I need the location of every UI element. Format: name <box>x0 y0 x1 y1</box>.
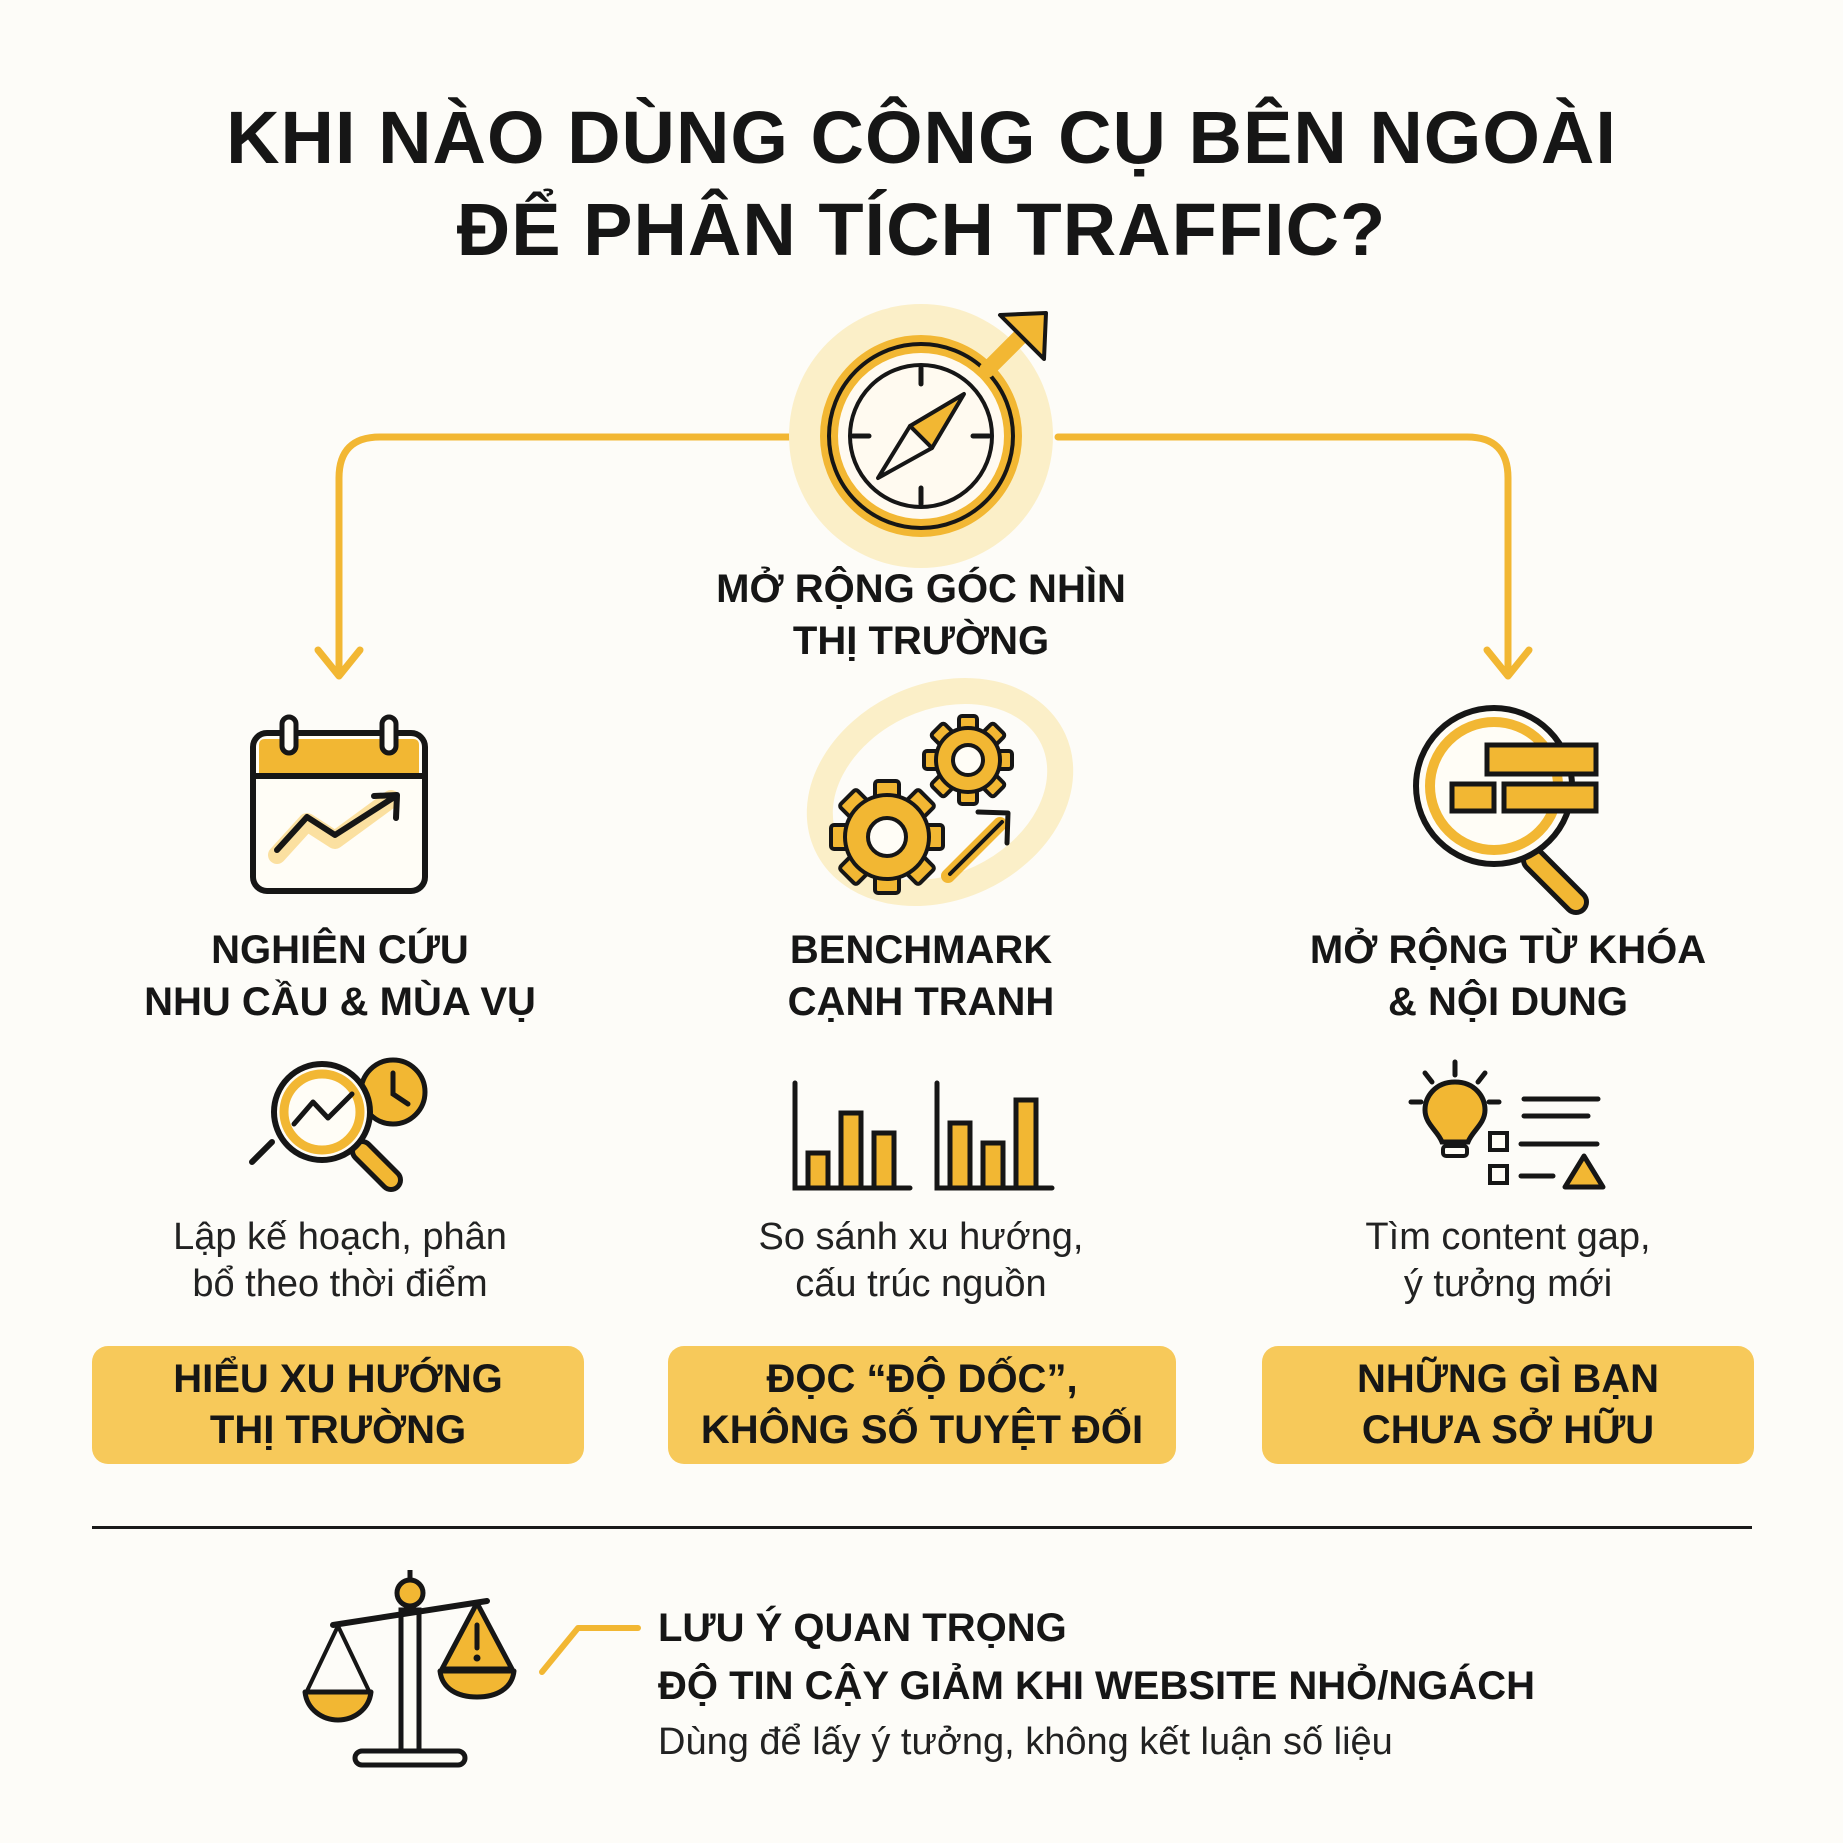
column-2-takeaway-pill: ĐỌC “ĐỘ DỐC”, KHÔNG SỐ TUYỆT ĐỐI <box>668 1346 1176 1464</box>
column-3-desc-line-1: Tìm content gap, <box>1365 1216 1651 1258</box>
connector-left <box>335 433 794 676</box>
gears-arrow-icon <box>806 677 1074 907</box>
section-divider <box>92 1526 1752 1529</box>
magnifier-blocks-icon <box>1413 705 1599 915</box>
note-title: LƯU Ý QUAN TRỌNG <box>658 1606 1067 1650</box>
column-3-takeaway-pill: NHỮNG GÌ BẠN CHƯA SỞ HỮU <box>1262 1346 1754 1464</box>
column-1-description: Lập kế hoạch, phân bổ theo thời điểm <box>30 1214 650 1308</box>
magnifier-clock-icon <box>249 1057 428 1192</box>
lightbulb-list-icon <box>1408 1059 1606 1190</box>
note-subtitle: ĐỘ TIN CẬY GIẢM KHI WEBSITE NHỎ/NGÁCH <box>658 1664 1536 1708</box>
note-body: Dùng để lấy ý tưởng, không kết luận số l… <box>658 1721 1393 1763</box>
column-1-title-line-2: NHU CẦU & MÙA VỤ <box>144 980 536 1024</box>
connector-right <box>1054 433 1512 676</box>
column-3-pill-line-2: CHƯA SỞ HỮU <box>1361 1408 1655 1452</box>
column-3-description: Tìm content gap, ý tưởng mới <box>1198 1214 1818 1308</box>
title-line-2: ĐỂ PHÂN TÍCH TRAFFIC? <box>456 188 1387 271</box>
column-1-takeaway-pill: HIỂU XU HƯỚNG THỊ TRƯỜNG <box>92 1346 584 1464</box>
column-2-desc-line-1: So sánh xu hướng, <box>758 1216 1084 1258</box>
column-3-pill-line-1: NHỮNG GÌ BẠN <box>1356 1357 1660 1401</box>
column-1-title: NGHIÊN CỨU NHU CẦU & MÙA VỤ <box>30 924 650 1028</box>
column-3-title: MỞ RỘNG TỪ KHÓA & NỘI DUNG <box>1198 924 1818 1028</box>
center-label-line-1: MỞ RỘNG GÓC NHÌN <box>716 567 1126 611</box>
column-1-desc-line-2: bổ theo thời điểm <box>192 1263 488 1305</box>
arrowhead-left <box>314 646 364 680</box>
column-2-desc-line-2: cấu trúc nguồn <box>795 1263 1047 1305</box>
column-2-title-line-2: CẠNH TRANH <box>787 980 1055 1024</box>
bar-charts-icon <box>792 1080 1055 1191</box>
column-1-desc-line-1: Lập kế hoạch, phân <box>173 1216 507 1258</box>
column-1-title-line-1: NGHIÊN CỨU <box>211 928 469 972</box>
column-3-title-line-2: & NỘI DUNG <box>1388 980 1628 1024</box>
connector-arrows <box>314 433 1533 680</box>
column-2-title-line-1: BENCHMARK <box>789 928 1053 972</box>
arrowhead-right <box>1483 646 1533 680</box>
page-title: KHI NÀO DÙNG CÔNG CỤ BÊN NGOÀI ĐỂ PHÂN T… <box>0 92 1843 276</box>
compass-arrow-icon <box>789 304 1053 568</box>
title-line-1: KHI NÀO DÙNG CÔNG CỤ BÊN NGOÀI <box>226 96 1617 179</box>
column-3-title-line-1: MỞ RỘNG TỪ KHÓA <box>1309 928 1707 972</box>
scale-warning-icon <box>302 1570 641 1768</box>
center-label: MỞ RỘNG GÓC NHÌN THỊ TRƯỜNG <box>621 563 1221 667</box>
calendar-trend-icon <box>250 714 428 894</box>
column-2-pill-line-1: ĐỌC “ĐỘ DỐC”, <box>766 1357 1078 1401</box>
column-3-desc-line-2: ý tưởng mới <box>1403 1263 1613 1305</box>
center-label-line-2: THỊ TRƯỜNG <box>792 619 1050 663</box>
column-2-title: BENCHMARK CẠNH TRANH <box>611 924 1231 1028</box>
column-2-pill-line-2: KHÔNG SỐ TUYỆT ĐỐI <box>700 1408 1144 1452</box>
column-1-pill-line-1: HIỂU XU HƯỚNG <box>173 1357 503 1401</box>
column-1-pill-line-2: THỊ TRƯỜNG <box>209 1408 467 1452</box>
column-2-description: So sánh xu hướng, cấu trúc nguồn <box>611 1214 1231 1308</box>
